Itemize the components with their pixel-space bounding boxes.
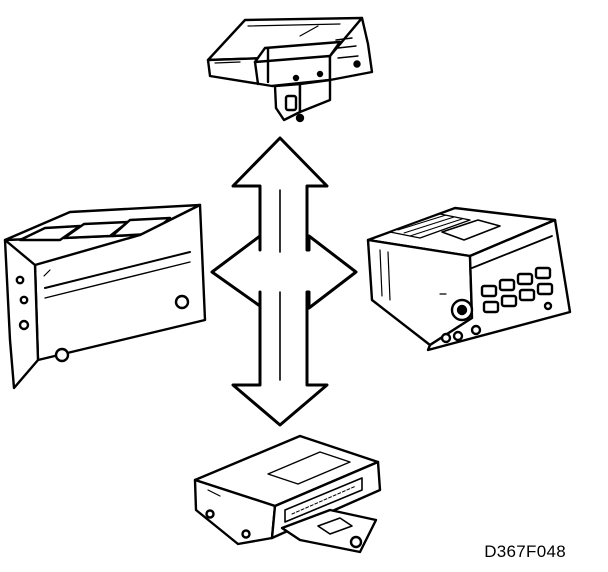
figure-code-label: D367F048 <box>484 542 566 561</box>
four-way-arrow-icon <box>210 136 358 427</box>
amplifier-module-icon <box>193 434 382 554</box>
cassette-player-unit-icon <box>3 203 207 390</box>
radio-head-unit-icon <box>366 206 572 352</box>
cd-changer-icon <box>206 16 374 123</box>
